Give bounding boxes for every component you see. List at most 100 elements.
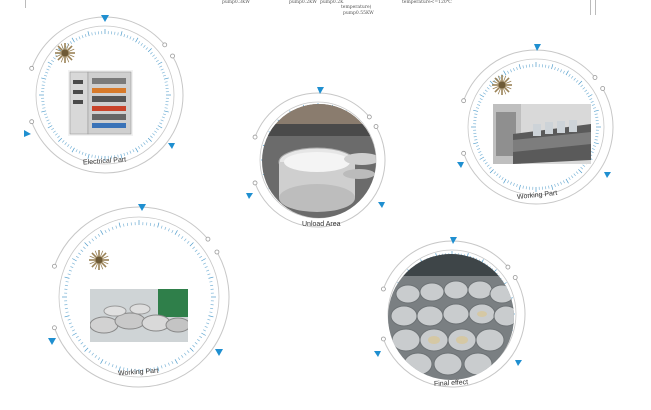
gear-spoke — [494, 86, 501, 93]
arrow-marker — [378, 202, 385, 208]
ring-tick — [147, 137, 152, 142]
ring-tick — [207, 318, 211, 321]
ring-tick — [562, 180, 565, 184]
ring-tick — [157, 125, 163, 129]
divider-line — [25, 0, 26, 8]
ring-tick — [590, 101, 594, 103]
ring-tick — [498, 175, 502, 179]
ring-tick — [516, 183, 518, 188]
ring-tick — [507, 180, 510, 184]
ring-tick — [84, 152, 87, 156]
ring-tick — [61, 140, 65, 143]
ring-tick — [202, 262, 206, 265]
gear-spoke — [494, 77, 501, 84]
ring-tick — [135, 147, 139, 153]
ring-tick — [586, 92, 590, 95]
ring-tick — [46, 119, 50, 122]
ring-tick — [137, 145, 141, 149]
ring-tick — [570, 75, 574, 79]
ring-tick — [201, 332, 206, 336]
ring-tick — [162, 74, 166, 77]
ring-tick — [159, 122, 163, 125]
ring-tick — [208, 315, 214, 318]
ring-tick — [475, 107, 480, 109]
arrow-marker — [215, 349, 223, 356]
ring-tick — [560, 69, 562, 73]
ring-tick — [72, 332, 77, 336]
ring-tick — [473, 109, 479, 112]
ring-tick — [580, 84, 584, 88]
gear-spoke — [100, 261, 107, 268]
caption-unload-area: Unload Area — [302, 221, 341, 228]
ring-tick — [84, 34, 87, 38]
ring-tick — [484, 161, 488, 165]
gear-spoke — [497, 87, 502, 95]
ring-tick — [202, 329, 206, 332]
gear-spoke — [91, 261, 98, 268]
ring-node — [381, 286, 386, 292]
ring-tick — [162, 113, 166, 116]
ring-tick — [204, 266, 208, 269]
ring-tick — [197, 339, 200, 342]
gear-spoke — [65, 55, 70, 63]
ring-node — [170, 53, 175, 59]
ring-tick — [94, 355, 97, 358]
ring-tick — [192, 344, 195, 348]
gear-spoke — [89, 260, 97, 265]
ring-tick — [197, 252, 200, 255]
ring-tick — [132, 149, 135, 153]
ring-tick — [69, 145, 73, 149]
ring-tick — [592, 145, 597, 147]
ring-tick — [474, 139, 478, 141]
ring-tick — [47, 122, 51, 125]
gear-spoke — [100, 252, 107, 259]
ring-tick — [65, 281, 69, 283]
ring-tick — [209, 311, 213, 313]
ring-tick — [580, 166, 584, 170]
ring-tick — [189, 347, 194, 352]
arrow-marker — [24, 130, 31, 137]
ring-tick — [104, 360, 107, 364]
spec-temperature-note: temperature) — [341, 5, 372, 10]
ring-tick — [152, 54, 155, 57]
ring-tick — [41, 110, 47, 113]
ring-tick — [72, 262, 76, 265]
ring-tick — [72, 329, 76, 332]
ring-tick — [167, 228, 170, 232]
ring-tick — [155, 127, 159, 131]
ring-tick — [477, 148, 481, 150]
ring-tick — [590, 151, 594, 153]
ring-tick — [42, 81, 46, 83]
ring-tick — [53, 130, 56, 133]
ring-node — [373, 124, 379, 129]
gear-spoke — [60, 55, 65, 63]
caption-final-effect: Final effect — [433, 379, 469, 388]
ring-tick — [45, 116, 49, 119]
ring-tick — [478, 151, 482, 153]
ring-tick — [42, 107, 46, 109]
ring-tick — [548, 65, 550, 69]
ring-tick — [473, 142, 479, 145]
ring-tick — [88, 241, 92, 244]
gear-spoke — [60, 43, 65, 51]
arrow-marker — [48, 338, 56, 345]
caption-working-part-left: Working Part — [117, 367, 159, 378]
ring-tick — [177, 233, 181, 237]
ring-tick — [123, 34, 126, 38]
ring-tick — [71, 147, 75, 153]
ring-tick — [152, 133, 155, 136]
photo-electrical-cabinet — [68, 70, 133, 136]
gear-spoke — [492, 85, 500, 90]
ring-tick — [482, 92, 486, 95]
ring-tick — [78, 150, 81, 154]
ring-node — [52, 325, 57, 331]
ring-tick — [592, 107, 597, 109]
ring-tick — [129, 36, 132, 40]
ring-tick — [81, 151, 84, 155]
gear-spoke — [492, 80, 500, 85]
ring-tick — [199, 335, 203, 339]
ring-tick — [41, 77, 47, 80]
ring-tick — [164, 364, 167, 368]
divider-line — [595, 0, 596, 15]
ring-node — [252, 134, 258, 140]
